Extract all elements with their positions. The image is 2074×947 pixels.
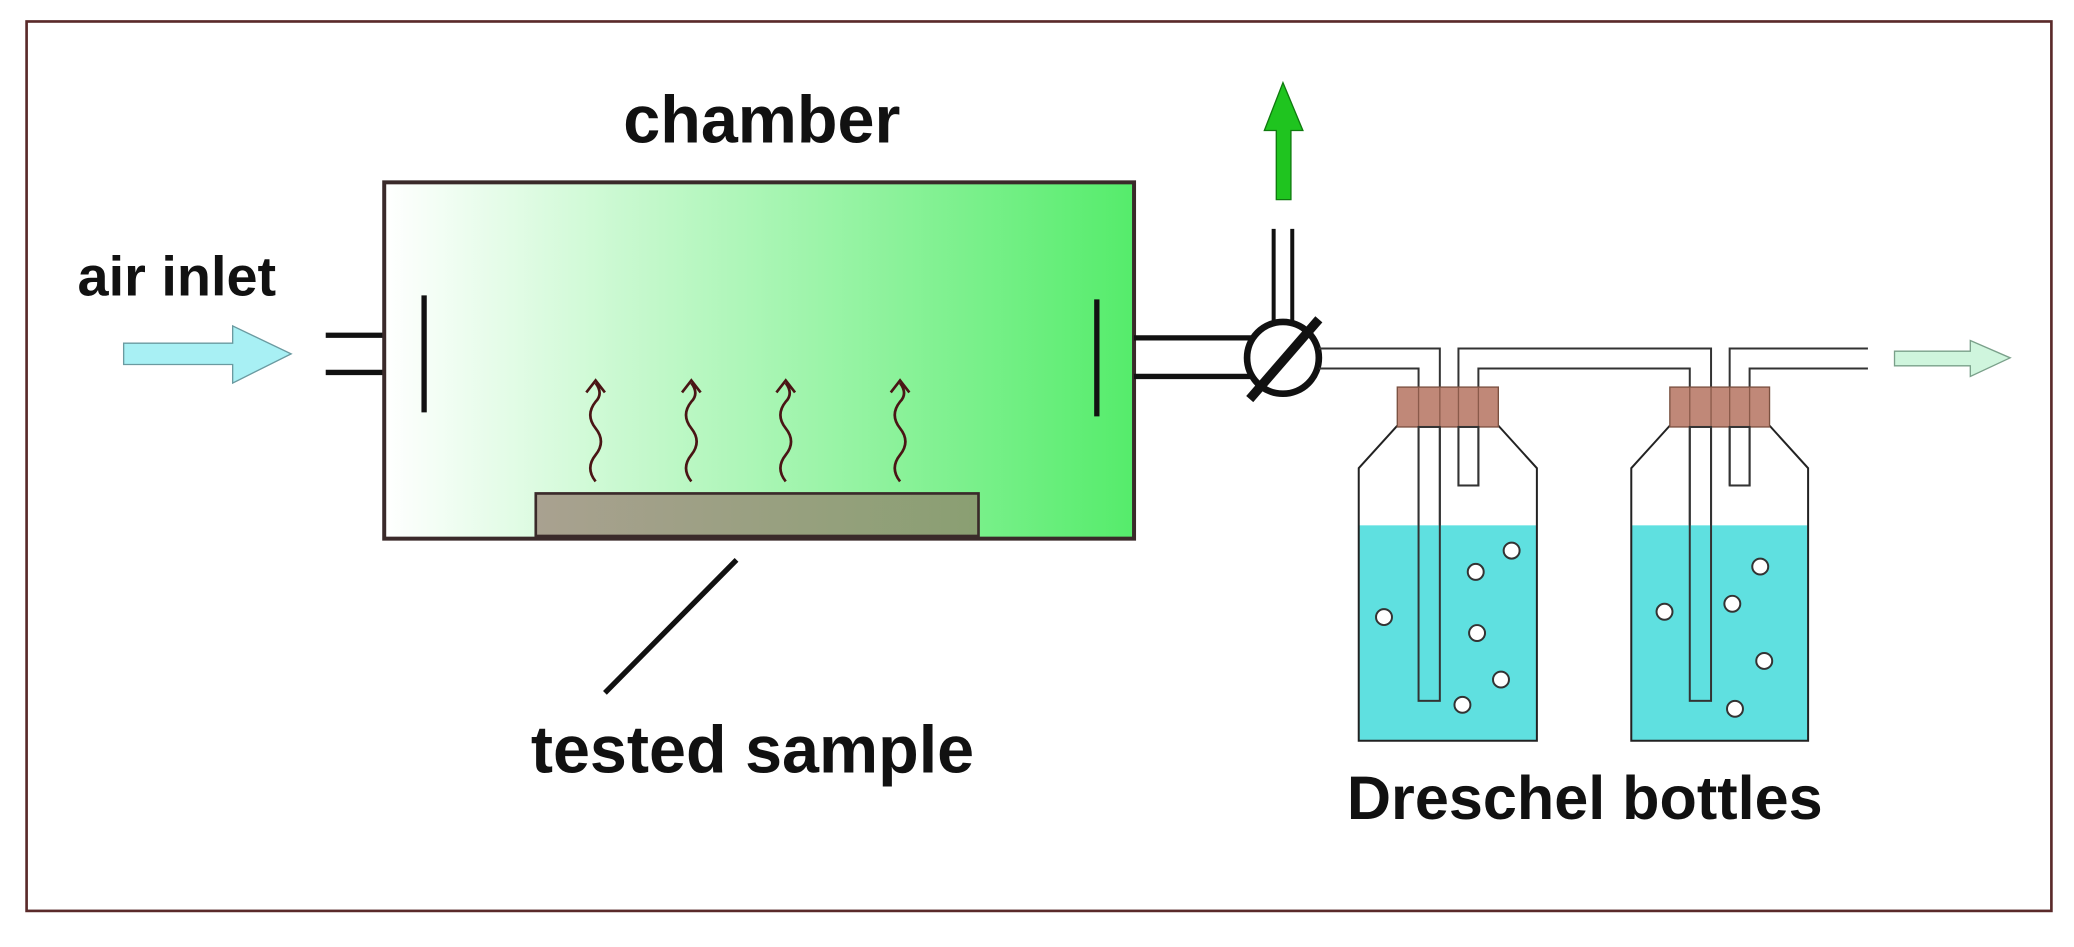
vapor-arrow-1	[585, 378, 606, 483]
outlet-arrow	[1893, 339, 2012, 378]
bottle-1-cap	[1396, 386, 1499, 428]
exhaust-tube	[1271, 228, 1295, 328]
vapor-emissions	[585, 378, 911, 483]
bottle-2-outline	[1630, 424, 1810, 742]
dreschel-bottle-1	[1357, 386, 1538, 742]
bottle-2-bubbles	[1655, 557, 1774, 718]
tested-sample-label: tested sample	[531, 714, 974, 788]
dreschel-bottles-label: Dreschel bottles	[1347, 764, 1823, 832]
air-inlet-label: air inlet	[78, 244, 277, 307]
sample-slab	[534, 492, 980, 538]
bottle-2-cap	[1669, 386, 1771, 428]
vapor-arrow-3	[775, 378, 797, 483]
three-way-valve	[1243, 316, 1323, 403]
vapor-arrow-2	[680, 378, 702, 483]
bottle-1-liquid	[1358, 525, 1537, 741]
chamber-box	[382, 180, 1137, 541]
bottle-1-bubbles	[1375, 541, 1521, 714]
bottle-1-outline	[1357, 424, 1538, 742]
outlet-tube	[1134, 335, 1253, 380]
dreschel-bottle-2	[1630, 386, 1810, 742]
chamber-label: chamber	[623, 83, 900, 157]
air-inlet-arrow	[122, 324, 293, 385]
sample-pointer	[603, 558, 739, 695]
inlet-tube	[325, 332, 386, 376]
exhaust-arrow	[1263, 80, 1304, 201]
vapor-arrow-4	[889, 378, 911, 483]
bottle-2-liquid	[1631, 525, 1809, 741]
